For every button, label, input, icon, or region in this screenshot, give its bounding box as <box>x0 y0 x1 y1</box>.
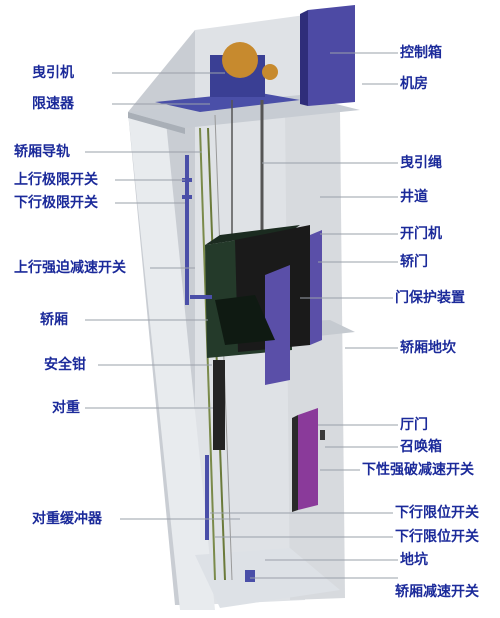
door-operator-icon <box>310 230 322 345</box>
label-counterweight-buffer: 对重缓冲器 <box>32 511 102 527</box>
landing-door-icon <box>298 408 318 510</box>
label-traction-machine: 曳引机 <box>32 65 74 81</box>
buffer-icon <box>245 570 255 582</box>
label-door-operator: 开门机 <box>400 226 442 242</box>
label-lower-final-limit: 下行极限开关 <box>14 195 98 211</box>
label-call-box: 召唤箱 <box>400 439 442 455</box>
label-car: 轿厢 <box>40 312 68 328</box>
sheave-icon <box>222 42 258 78</box>
label-lower-forced-decel: 下性强破减速开关 <box>362 462 474 478</box>
label-lower-limit-2: 下行限位开关 <box>395 529 479 545</box>
label-door-protection: 门保护装置 <box>395 290 465 306</box>
forced-decel-icon <box>190 295 212 299</box>
upper-switch-rail-icon <box>185 155 189 305</box>
label-traction-rope: 曳引绳 <box>400 155 442 171</box>
label-car-decel: 轿厢减速开关 <box>395 584 479 600</box>
label-lower-limit-1: 下行限位开关 <box>395 505 479 521</box>
control-cabinet-icon <box>308 5 355 106</box>
label-upper-final-limit: 上行极限开关 <box>14 172 98 188</box>
counterweight-icon <box>213 360 225 450</box>
lower-switch-rail-icon <box>205 455 209 540</box>
landing-door-frame <box>292 415 298 512</box>
label-landing-door: 厅门 <box>400 417 428 433</box>
control-cabinet-side <box>300 10 308 106</box>
car-door-icon <box>265 265 290 385</box>
label-speed-governor: 限速器 <box>32 96 74 112</box>
shaft-right-wall <box>285 110 345 600</box>
label-upper-forced-decel: 上行强迫减速开关 <box>14 260 126 276</box>
label-machine-room: 机房 <box>400 76 428 92</box>
label-safety-gear: 安全钳 <box>44 357 86 373</box>
label-car-sill: 轿厢地坎 <box>400 340 456 356</box>
label-car-door: 轿门 <box>400 254 428 270</box>
label-pit: 地坑 <box>400 552 428 568</box>
call-box-icon <box>320 430 325 440</box>
label-car-guide-rail: 轿厢导轨 <box>14 144 70 160</box>
lower-final-limit-icon <box>182 195 192 199</box>
label-control-cabinet: 控制箱 <box>400 45 442 61</box>
label-counterweight: 对重 <box>52 400 80 416</box>
speed-governor-icon <box>262 64 278 80</box>
label-hoistway: 井道 <box>400 189 428 205</box>
